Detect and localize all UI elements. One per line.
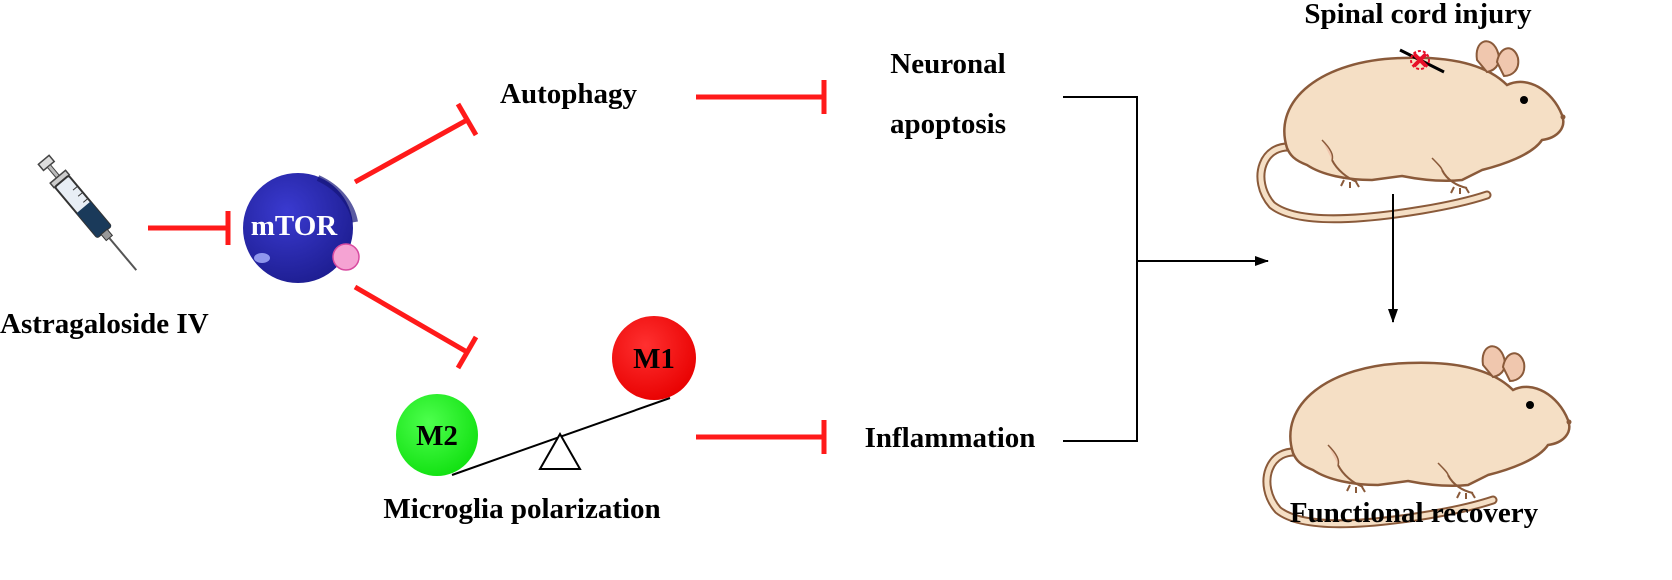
inhibit-mtor-autophagy bbox=[353, 102, 479, 185]
neuronal-label: Neuronal bbox=[890, 48, 1005, 80]
syringe-icon bbox=[37, 154, 138, 271]
mtor-node: mTOR bbox=[243, 173, 360, 283]
inflammation-label: Inflammation bbox=[865, 422, 1036, 454]
m1-node: M1 bbox=[612, 316, 696, 400]
inhibit-autophagy-apoptosis bbox=[696, 80, 827, 114]
rat-injured-icon bbox=[1261, 41, 1566, 218]
mtor-label: mTOR bbox=[251, 210, 339, 242]
m2-label: M2 bbox=[416, 420, 458, 452]
merge-bracket bbox=[1063, 96, 1269, 442]
microglia-label: Microglia polarization bbox=[383, 493, 660, 525]
recovery-label: Functional recovery bbox=[1290, 497, 1539, 529]
apoptosis-label: apoptosis bbox=[890, 108, 1006, 140]
drug-label: Astragaloside IV bbox=[0, 308, 209, 340]
seesaw bbox=[451, 397, 671, 476]
inhibit-microglia-inflammation bbox=[696, 420, 827, 454]
inhibit-drug-mtor bbox=[148, 211, 231, 245]
inhibit-mtor-microglia bbox=[353, 284, 479, 370]
m1-label: M1 bbox=[633, 343, 675, 375]
sci-label: Spinal cord injury bbox=[1304, 0, 1532, 30]
injury-marker-icon bbox=[1399, 48, 1445, 74]
m2-node: M2 bbox=[396, 394, 478, 476]
autophagy-label: Autophagy bbox=[500, 78, 637, 110]
